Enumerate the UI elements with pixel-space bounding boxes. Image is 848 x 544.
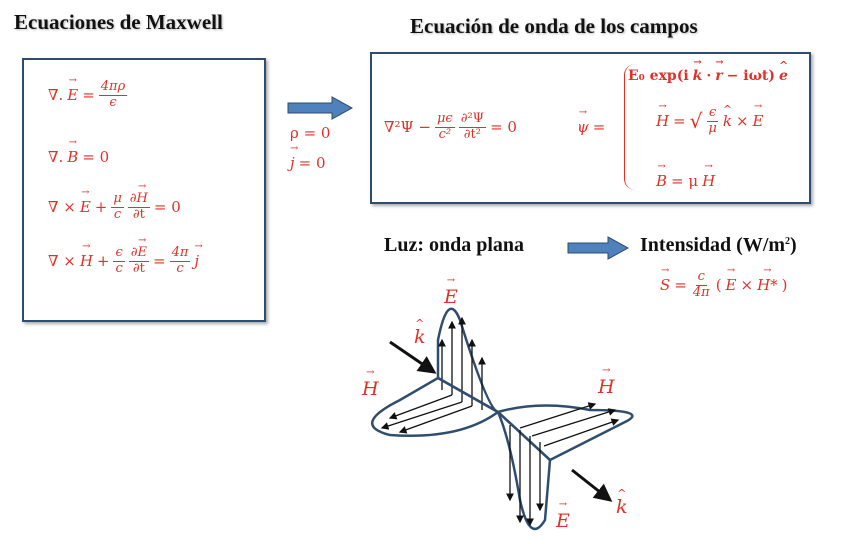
e-field-bottom-lobe xyxy=(496,411,552,531)
case-b-field: B = μ H xyxy=(656,161,715,190)
condition-j: j= 0 xyxy=(290,143,326,172)
psi-definition: ψ = xyxy=(577,107,605,136)
plane-wave-diagram xyxy=(371,307,634,531)
case-h-field: H = √ ϵμ k × E xyxy=(656,101,764,137)
h-field-left-lobe xyxy=(371,376,501,437)
case-e-field: E₀ exp(ik ·r − iωt)e xyxy=(628,57,788,84)
k-arrow-out xyxy=(571,468,613,502)
cases-brace xyxy=(624,64,635,190)
wave-equation-title: Ecuación de onda de los campos xyxy=(410,14,698,38)
poynting-vector: S = c4π ( E × H* ) xyxy=(660,265,788,301)
e-label-top: E xyxy=(444,275,458,308)
maxwell-eq-gauss-b: ∇.B = 0 xyxy=(48,137,109,166)
plane-wave-label: Luz: onda plana xyxy=(384,234,525,256)
intensity-label: Intensidad (W/m2) xyxy=(640,234,797,256)
maxwell-title: Ecuaciones de Maxwell xyxy=(14,10,223,34)
e-label-bottom: E xyxy=(556,499,570,532)
right-arrow-icon xyxy=(567,236,630,260)
right-arrow-icon xyxy=(287,96,354,120)
condition-rho: ρ = 0 xyxy=(290,124,331,142)
e-field-top-lobe xyxy=(436,307,499,414)
maxwell-eq-ampere: ∇ ×H + ϵc ∂E∂t = 4πc j xyxy=(48,235,199,277)
h-label-right: H xyxy=(598,365,615,398)
maxwell-eq-faraday: ∇ ×E + μc ∂H∂t = 0 xyxy=(48,181,181,223)
k-label-bottom: k xyxy=(616,487,628,518)
h-label-left: H xyxy=(362,367,379,400)
k-arrow-in xyxy=(389,340,437,374)
h-field-right-lobe xyxy=(495,402,634,462)
k-label-top: k xyxy=(414,317,426,348)
